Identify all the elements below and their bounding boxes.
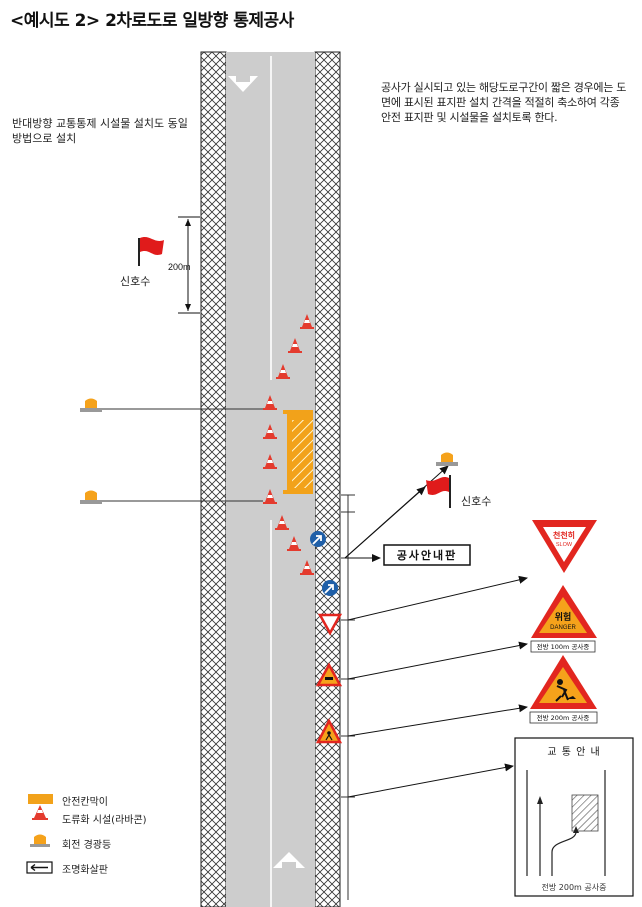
construction-board-box bbox=[383, 544, 471, 566]
legend bbox=[26, 794, 53, 874]
warning-light-icon bbox=[80, 398, 102, 412]
traffic-guide-board: 교 통 안 내 전방 200m 공사중 bbox=[514, 737, 634, 897]
arrow-sign-icon bbox=[310, 531, 326, 547]
note-short-section: 공사가 실시되고 있는 해당도로구간이 짧은 경우에는 도면에 표시된 표지판 … bbox=[381, 81, 627, 124]
page-title: <예시도 2> 2차로도로 일방향 통제공사 bbox=[10, 11, 294, 31]
legend-cone-icon bbox=[32, 805, 48, 820]
danger-sign-icon: 위험 DANGER 전방 100m 공사중 bbox=[530, 585, 597, 653]
slow-sign-icon: 천천히 SLOW bbox=[532, 520, 597, 573]
construction-board-label: 공사안내판 bbox=[397, 548, 458, 562]
work-sign-small-icon bbox=[315, 718, 343, 744]
guide-board-title: 교 통 안 내 bbox=[547, 746, 600, 758]
leader-arrows bbox=[344, 465, 528, 798]
legend-label-cone: 도류화 시설(라바콘) bbox=[62, 815, 147, 826]
flagman-right-flag-icon bbox=[426, 475, 451, 508]
cone-icon bbox=[263, 424, 277, 439]
cone-group bbox=[263, 314, 314, 575]
note-opposite-direction: 반대방향 교통통제 시설물 설치도 동일 방법으로 설치 bbox=[12, 117, 188, 145]
right-shoulder bbox=[314, 51, 341, 907]
cone-icon bbox=[263, 489, 277, 504]
cone-icon bbox=[276, 364, 290, 379]
danger-sign-plate: 전방 100m 공사중 bbox=[537, 642, 590, 651]
warning-light-icon bbox=[80, 490, 102, 504]
warning-light-icon bbox=[436, 452, 458, 466]
cone-icon bbox=[300, 314, 314, 329]
cone-icon bbox=[263, 454, 277, 469]
cone-icon bbox=[287, 536, 301, 551]
work-sign-icon: 전방 200m 공사중 bbox=[529, 655, 598, 724]
cone-icon bbox=[288, 338, 302, 353]
legend-label-arrow-board: 조명화살판 bbox=[62, 865, 108, 876]
left-shoulder bbox=[200, 51, 227, 907]
cone-icon bbox=[300, 560, 314, 575]
guide-board-footer: 전방 200m 공사중 bbox=[542, 882, 607, 892]
up-arrow-marking bbox=[273, 852, 305, 868]
flagman-left-flag-icon bbox=[138, 237, 164, 266]
down-arrow-marking bbox=[228, 76, 258, 92]
legend-warning-light-icon bbox=[30, 834, 50, 847]
distance-label: 200m bbox=[168, 262, 191, 272]
legend-barrier-icon bbox=[28, 794, 53, 804]
legend-label-barrier: 안전칸막이 bbox=[62, 797, 108, 808]
danger-sign-kor: 위험 bbox=[555, 611, 572, 623]
slow-sign-eng: SLOW bbox=[556, 542, 573, 548]
arrow-sign-icon bbox=[322, 580, 338, 596]
work-sign-plate: 전방 200m 공사중 bbox=[537, 713, 590, 722]
flagman-label-right: 신호수 bbox=[461, 495, 491, 508]
flagman-label-left: 신호수 bbox=[120, 275, 150, 288]
distance-dimension: 200m bbox=[168, 216, 200, 314]
slow-sign-kor: 천천히 bbox=[553, 530, 575, 540]
road bbox=[200, 51, 341, 907]
safety-barrier bbox=[283, 410, 313, 494]
legend-arrow-board-icon bbox=[26, 861, 53, 874]
cone-icon bbox=[263, 395, 277, 410]
danger-sign-small-icon bbox=[315, 662, 343, 687]
slow-sign-small-icon bbox=[317, 613, 343, 636]
cone-icon bbox=[275, 515, 289, 530]
legend-label-warning-light: 회전 경광등 bbox=[62, 840, 112, 851]
danger-sign-eng: DANGER bbox=[550, 625, 576, 631]
